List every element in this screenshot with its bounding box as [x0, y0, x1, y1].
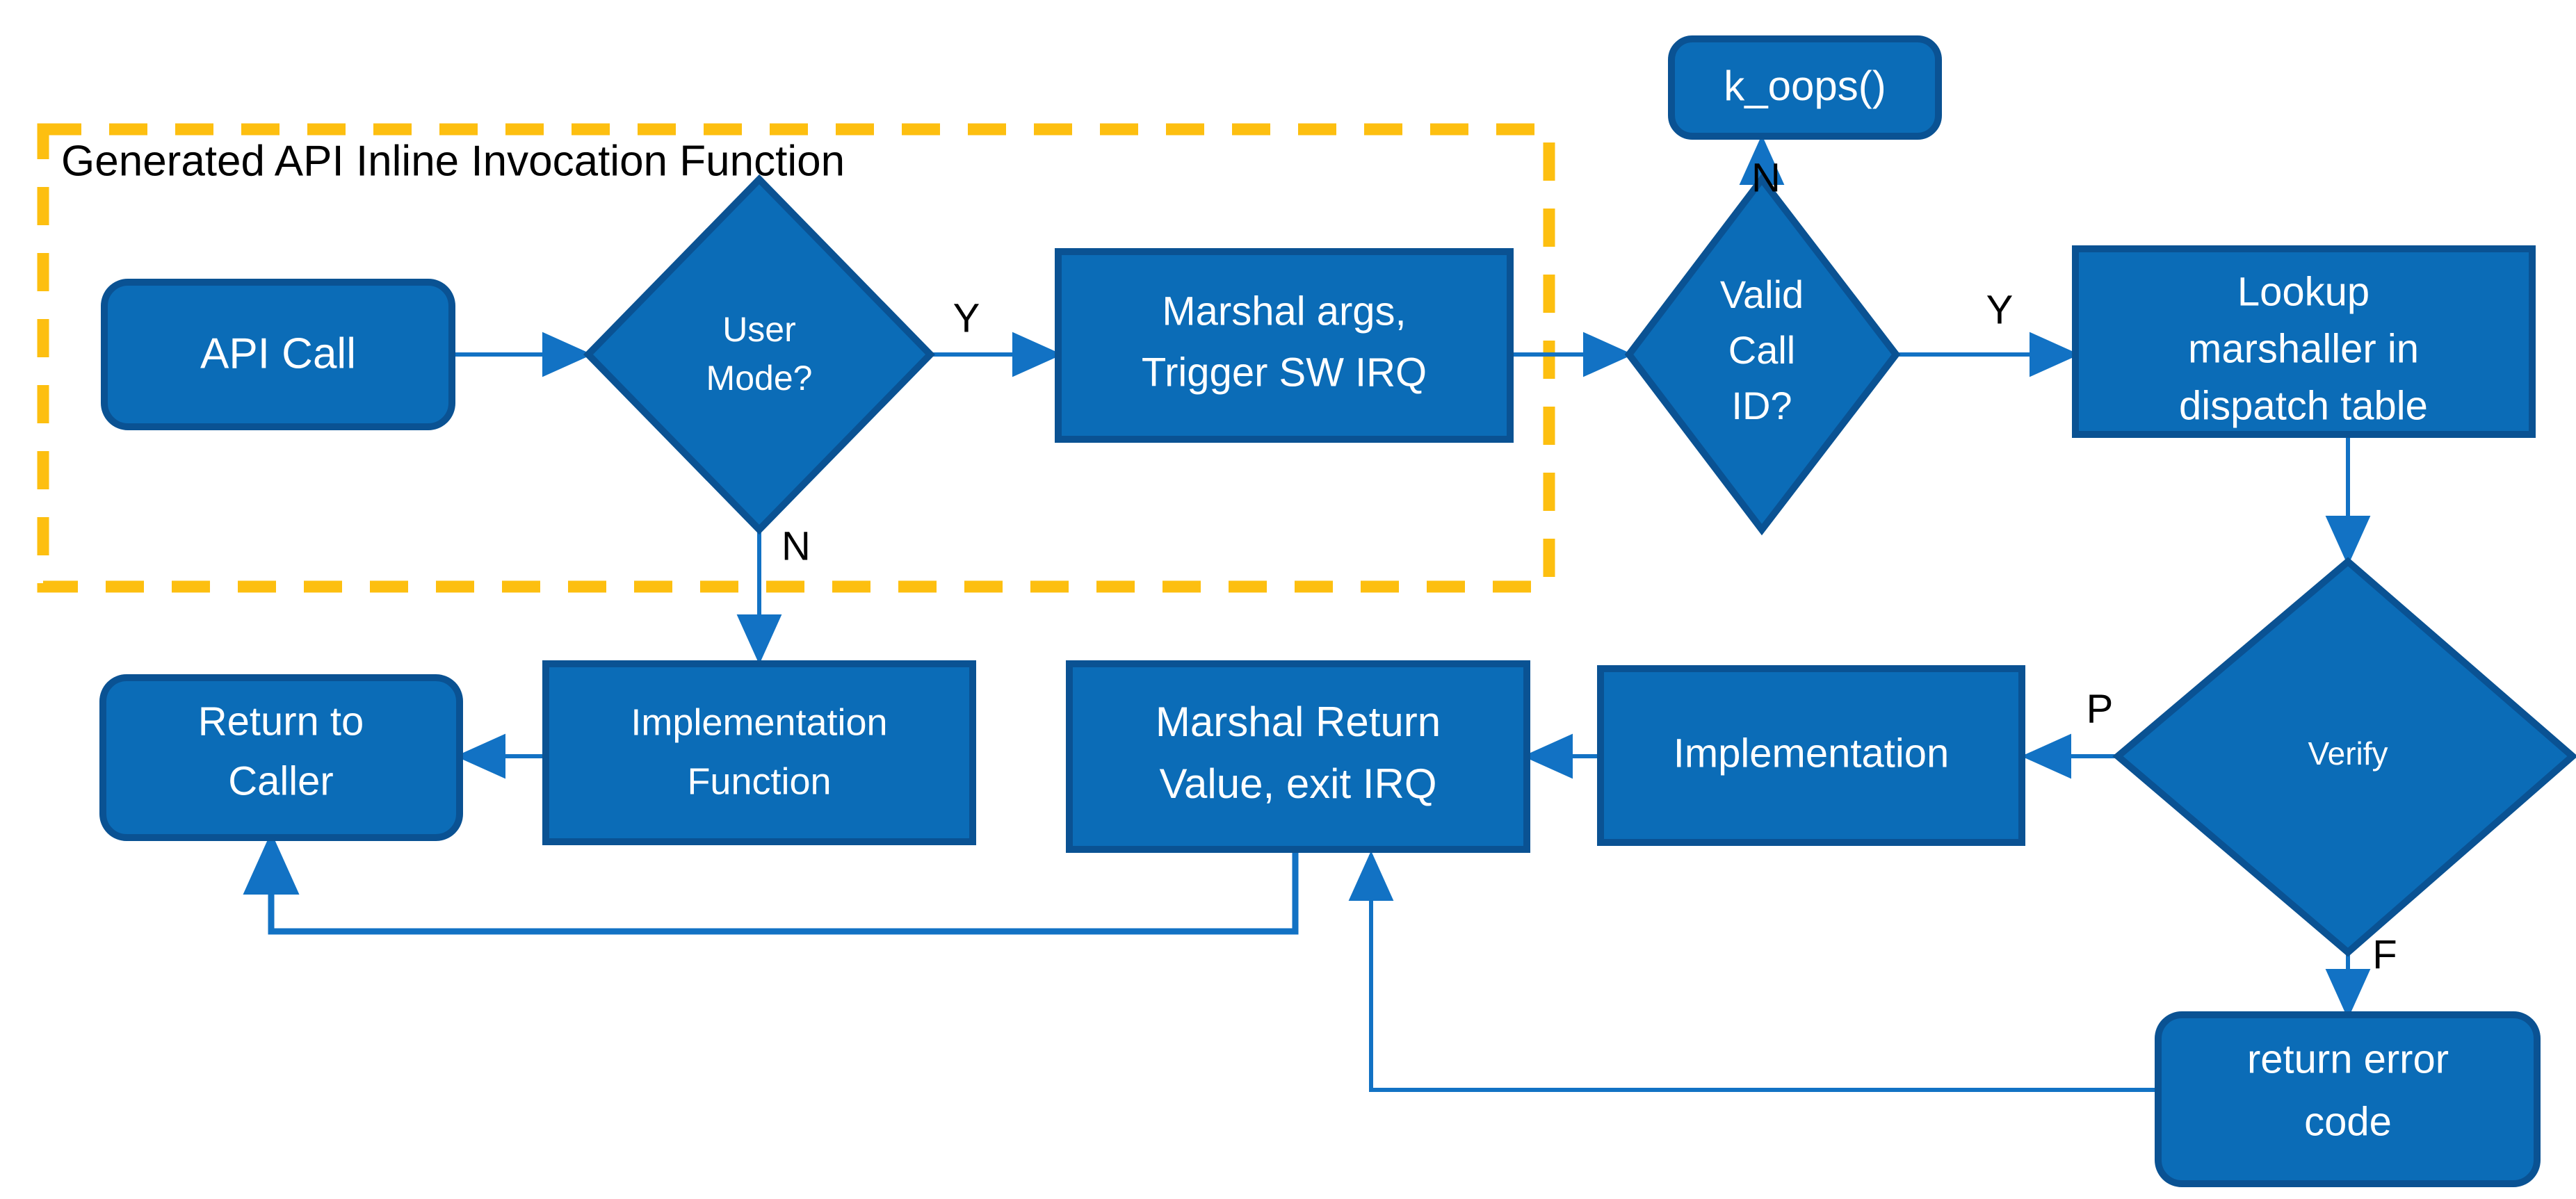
node-implementation-function-label-line1: Implementation — [631, 701, 887, 743]
edge-marshal-return-to-return-caller — [243, 832, 1299, 935]
group-boundary-generated-api-inline-invocation-function — [37, 123, 1555, 593]
node-return-to-caller-label-line1: Return to — [198, 699, 364, 744]
node-return-to-caller[interactable]: Return to Caller — [99, 674, 463, 841]
node-valid-call-id-label-line3: ID? — [1731, 384, 1792, 427]
node-implementation-function[interactable]: Implementation Function — [542, 660, 976, 845]
node-marshal-args-shape — [1055, 248, 1514, 443]
node-valid-call-id-shape — [1624, 173, 1901, 536]
node-valid-call-id-label-line2: Call — [1728, 328, 1795, 372]
node-valid-call-id-label-line1: Valid — [1720, 272, 1804, 316]
edge-label-user-mode-no: N — [781, 523, 811, 569]
node-marshal-args-label-line2: Trigger SW IRQ — [1142, 350, 1427, 395]
edge-label-valid-call-id-yes: Y — [1986, 287, 2014, 332]
node-implementation-function-shape — [542, 660, 976, 845]
node-return-error-code-label-line1: return error — [2247, 1036, 2449, 1082]
edge-label-verify-fail: F — [2372, 932, 2397, 977]
node-verify-shape — [2112, 557, 2576, 957]
node-k-oops-label: k_oops() — [1724, 63, 1886, 109]
node-user-mode-label-line2: Mode? — [706, 359, 813, 398]
node-lookup-marshaller-label-line2: marshaller in — [2188, 326, 2419, 371]
node-return-error-code[interactable]: return error code — [2155, 1011, 2541, 1187]
node-return-error-code-label-line2: code — [2304, 1099, 2392, 1144]
group-label: Generated API Inline Invocation Function — [61, 137, 845, 185]
node-lookup-marshaller-shape — [2072, 245, 2536, 438]
node-api-call-label: API Call — [200, 329, 356, 377]
edge-label-verify-pass: P — [2087, 686, 2114, 731]
node-marshal-return-shape — [1066, 660, 1530, 853]
node-marshal-return[interactable]: Marshal Return Value, exit IRQ — [1066, 660, 1530, 853]
edge-return-error-to-marshal-return — [1348, 851, 2158, 1092]
node-api-call-shape — [101, 279, 455, 430]
node-lookup-marshaller-label-line1: Lookup — [2237, 269, 2370, 314]
node-k-oops-shape — [1668, 35, 1942, 140]
node-return-to-caller-shape — [99, 674, 463, 841]
node-verify-label: Verify — [2308, 735, 2388, 772]
node-valid-call-id[interactable]: Valid Call ID? — [1624, 173, 1901, 536]
node-marshal-args-label-line1: Marshal args, — [1162, 288, 1406, 334]
node-user-mode-shape — [583, 174, 935, 535]
edge-label-user-mode-yes: Y — [953, 295, 980, 341]
node-return-to-caller-label-line2: Caller — [228, 758, 334, 804]
node-implementation-function-label-line2: Function — [687, 760, 831, 802]
node-marshal-return-label-line1: Marshal Return — [1156, 699, 1441, 745]
node-api-call[interactable]: API Call — [101, 279, 455, 430]
node-lookup-marshaller-label-line3: dispatch table — [2179, 383, 2428, 428]
node-marshal-args[interactable]: Marshal args, Trigger SW IRQ — [1055, 248, 1514, 443]
node-user-mode[interactable]: User Mode? — [583, 174, 935, 535]
node-user-mode-label-line1: User — [722, 310, 796, 349]
node-implementation-shape — [1597, 665, 2025, 846]
node-implementation[interactable]: Implementation — [1597, 665, 2025, 846]
node-verify[interactable]: Verify — [2112, 557, 2576, 957]
node-marshal-return-label-line2: Value, exit IRQ — [1159, 760, 1436, 807]
node-lookup-marshaller[interactable]: Lookup marshaller in dispatch table — [2072, 245, 2536, 438]
node-return-error-code-shape — [2155, 1011, 2541, 1187]
node-k-oops[interactable]: k_oops() — [1668, 35, 1942, 140]
edge-label-valid-call-id-no: N — [1751, 155, 1781, 200]
node-implementation-label: Implementation — [1674, 731, 1950, 776]
